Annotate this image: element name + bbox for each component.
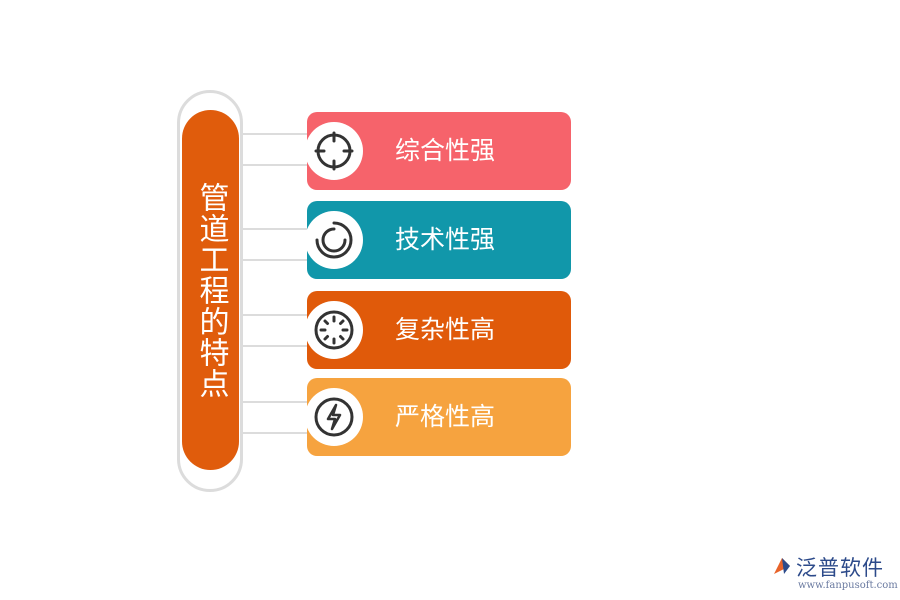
- feature-card-4: 严格性高: [305, 378, 571, 456]
- brand-url: www.fanpusoft.com: [798, 580, 898, 591]
- connector-line: [241, 164, 311, 166]
- center-title: 管道工程的特点: [193, 181, 229, 399]
- feature-label: 严格性高: [395, 402, 496, 431]
- feature-card-1: 综合性强: [305, 112, 571, 190]
- connector-line: [241, 314, 311, 316]
- brand-logo: 泛普软件 www.fanpusoft.com: [770, 552, 898, 596]
- feature-label: 复杂性高: [395, 315, 496, 344]
- connector-line: [241, 228, 311, 230]
- feature-card-3: 复杂性高: [305, 291, 571, 369]
- center-pill: 管道工程的特点: [182, 110, 239, 470]
- connector-line: [241, 432, 311, 434]
- circular-arrows-icon: [305, 211, 363, 269]
- feature-label: 技术性强: [395, 225, 496, 254]
- connector-line: [241, 259, 311, 261]
- connector-line: [241, 401, 311, 403]
- lightning-icon: [305, 388, 363, 446]
- brand-logo-icon: [774, 558, 790, 574]
- connector-line: [241, 345, 311, 347]
- feature-label: 综合性强: [395, 136, 496, 165]
- crosshair-icon: [305, 122, 363, 180]
- brand-name: 泛普软件: [796, 556, 884, 580]
- loading-spinner-icon: [305, 301, 363, 359]
- connector-line: [241, 133, 311, 135]
- feature-card-2: 技术性强: [305, 201, 571, 279]
